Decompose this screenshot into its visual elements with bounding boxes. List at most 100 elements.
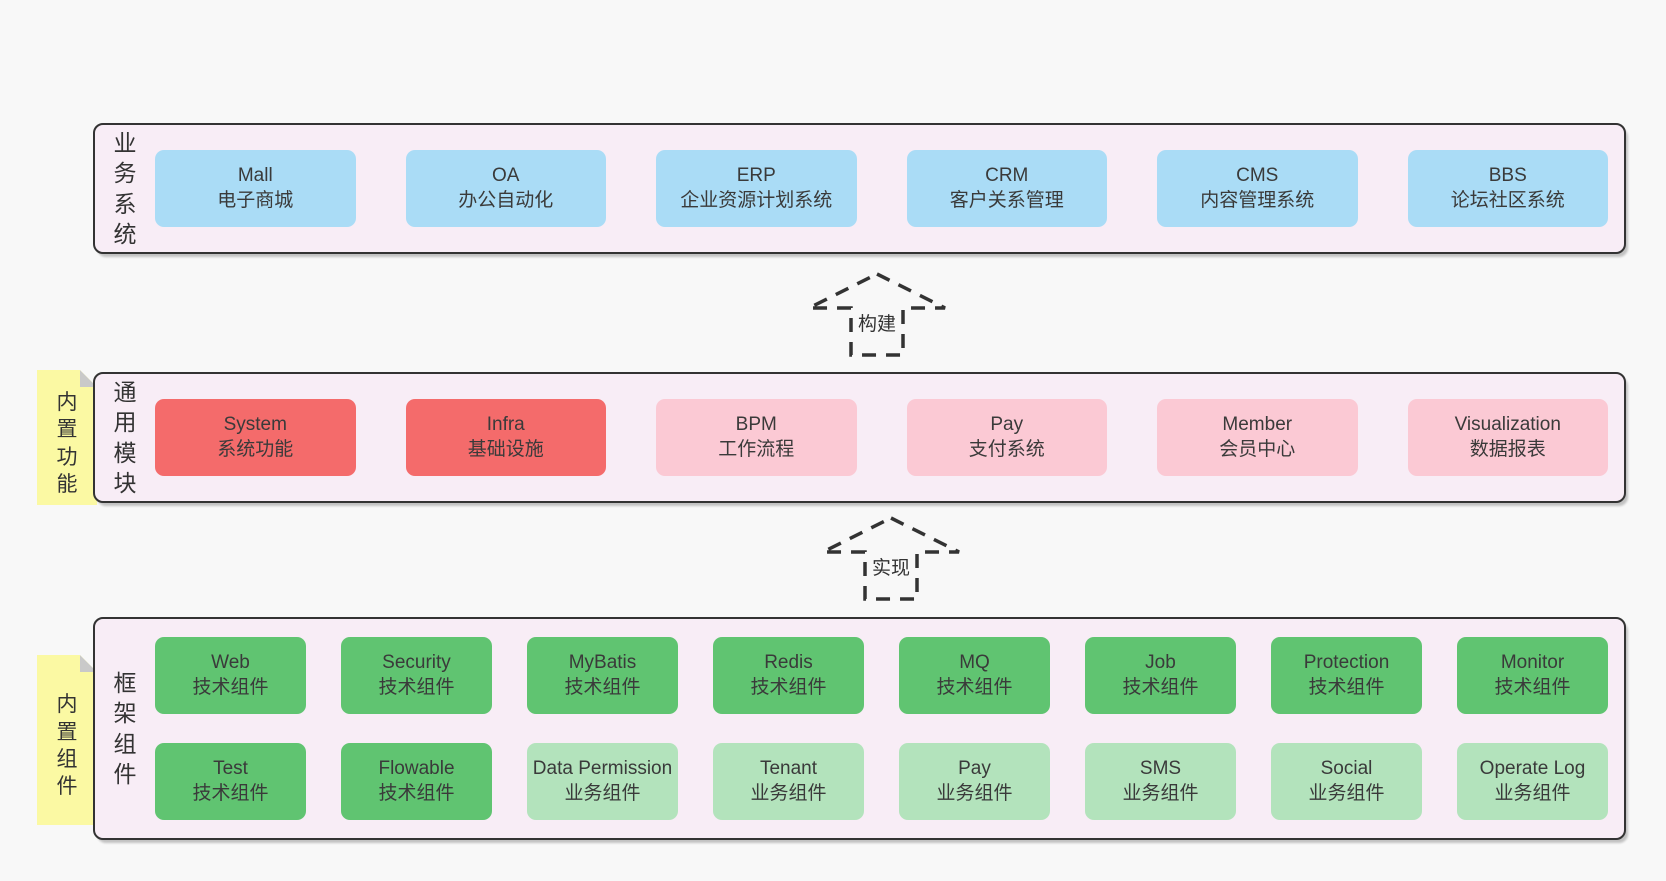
box-subtitle: 办公自动化 bbox=[458, 189, 554, 211]
box-title: BBS bbox=[1488, 165, 1527, 187]
implement-arrow: 实现 bbox=[821, 516, 961, 602]
box-subtitle: 支付系统 bbox=[968, 438, 1045, 460]
box-title: MQ bbox=[959, 652, 990, 674]
sticky-note-label: 内置组件 bbox=[56, 693, 78, 799]
box-title: Data Permission bbox=[532, 758, 673, 780]
box-title: Job bbox=[1145, 652, 1176, 674]
box-subtitle: 基础设施 bbox=[467, 438, 544, 460]
box-title: OA bbox=[492, 165, 520, 187]
box-subtitle: 数据报表 bbox=[1469, 438, 1546, 460]
box-subtitle: 技术组件 bbox=[192, 676, 269, 698]
layer-label-framework-components: 框架组件 bbox=[95, 668, 155, 789]
box-title: Monitor bbox=[1500, 652, 1565, 674]
implement-arrow-label: 实现 bbox=[867, 552, 915, 581]
box-title: Social bbox=[1320, 758, 1373, 780]
box-title: Redis bbox=[764, 652, 813, 674]
layer-label-text: 框架组件 bbox=[113, 669, 137, 787]
box-subtitle: 论坛社区系统 bbox=[1450, 189, 1565, 211]
box-title: SMS bbox=[1139, 758, 1182, 780]
box-subtitle: 业务组件 bbox=[1122, 782, 1199, 804]
box-title: MyBatis bbox=[568, 652, 637, 674]
box-subtitle: 技术组件 bbox=[378, 676, 455, 698]
box-title: Pay bbox=[958, 758, 991, 780]
box-title: Protection bbox=[1303, 652, 1390, 674]
box-title: CRM bbox=[985, 165, 1029, 187]
sticky-note-builtin-components: 内置组件 bbox=[37, 655, 97, 825]
box-title: Tenant bbox=[759, 758, 818, 780]
box-subtitle: 客户关系管理 bbox=[949, 189, 1064, 211]
box-subtitle: 业务组件 bbox=[750, 782, 827, 804]
box-title: Web bbox=[211, 652, 250, 674]
box-subtitle: 业务组件 bbox=[1494, 782, 1571, 804]
box-subtitle: 技术组件 bbox=[1494, 676, 1571, 698]
box-subtitle: 技术组件 bbox=[564, 676, 641, 698]
box-subtitle: 会员中心 bbox=[1219, 438, 1296, 460]
box-title: Operate Log bbox=[1479, 758, 1586, 780]
box-title: BPM bbox=[735, 414, 777, 436]
box-title: Test bbox=[213, 758, 248, 780]
build-arrow: 构建 bbox=[807, 272, 947, 358]
box-title: System bbox=[223, 414, 287, 436]
box-subtitle: 业务组件 bbox=[1308, 782, 1385, 804]
box-title: CMS bbox=[1236, 165, 1279, 187]
box-title: Infra bbox=[486, 414, 525, 436]
box-subtitle: 业务组件 bbox=[936, 782, 1013, 804]
box-subtitle: 业务组件 bbox=[564, 782, 641, 804]
layer-label-common-modules: 通用模块 bbox=[95, 377, 155, 498]
box-subtitle: 技术组件 bbox=[1122, 676, 1199, 698]
box-subtitle: 电子商城 bbox=[217, 189, 294, 211]
box-subtitle: 技术组件 bbox=[936, 676, 1013, 698]
layer-label-text: 业务系统 bbox=[113, 129, 137, 247]
box-subtitle: 技术组件 bbox=[192, 782, 269, 804]
box-subtitle: 技术组件 bbox=[1308, 676, 1385, 698]
box-subtitle: 技术组件 bbox=[750, 676, 827, 698]
box-title: Mall bbox=[237, 165, 273, 187]
dashed-up-arrow-icon bbox=[822, 516, 960, 601]
layer-label-business-systems: 业务系统 bbox=[95, 128, 155, 249]
sticky-note-label: 内置功能 bbox=[56, 390, 78, 496]
box-title: Flowable bbox=[378, 758, 455, 780]
box-subtitle: 工作流程 bbox=[718, 438, 795, 460]
layer-label-text: 通用模块 bbox=[113, 378, 137, 496]
box-subtitle: 系统功能 bbox=[217, 438, 294, 460]
box-subtitle: 内容管理系统 bbox=[1200, 189, 1315, 211]
box-title: Visualization bbox=[1454, 414, 1561, 436]
box-title: ERP bbox=[736, 165, 776, 187]
box-title: Member bbox=[1222, 414, 1293, 436]
dashed-up-arrow-icon bbox=[808, 272, 946, 357]
